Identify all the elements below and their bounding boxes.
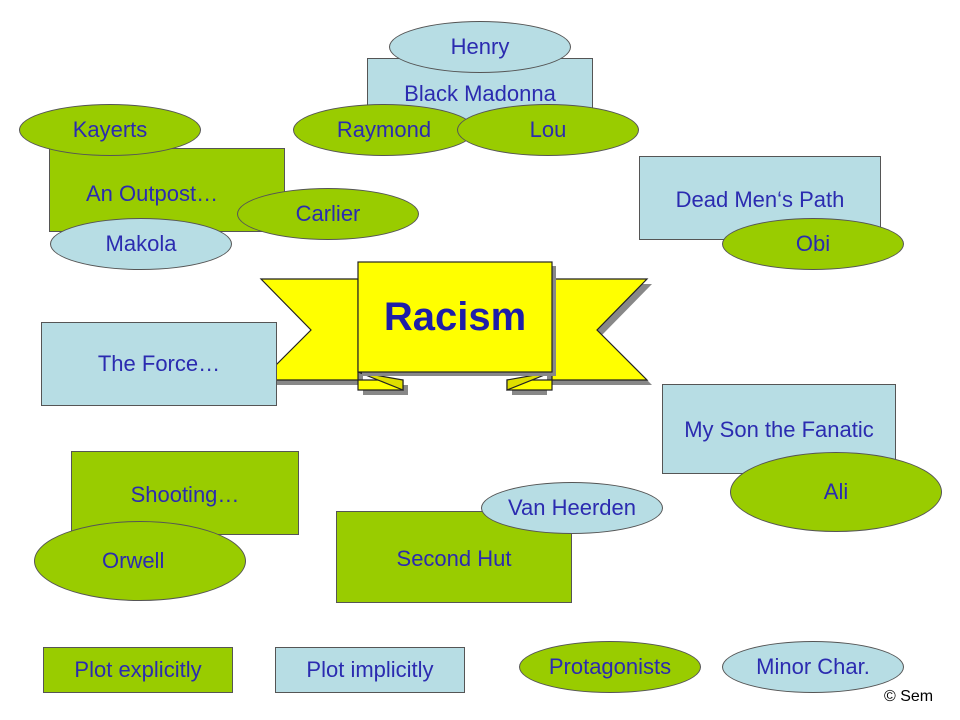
- legend-protagonists: Protagonists: [519, 641, 701, 693]
- character-orwell: Orwell: [34, 521, 246, 601]
- legend-plot-implicitly: Plot implicitly: [275, 647, 465, 693]
- character-van-heerden: Van Heerden: [481, 482, 663, 534]
- character-henry: Henry: [389, 21, 571, 73]
- character-carlier: Carlier: [237, 188, 419, 240]
- character-kayerts: Kayerts: [19, 104, 201, 156]
- diagram-title: Racism: [383, 294, 527, 339]
- copyright-notice: © Sem: [884, 688, 934, 705]
- legend-plot-explicitly: Plot explicitly: [43, 647, 233, 693]
- banner-center: [357, 261, 553, 373]
- character-lou: Lou: [457, 104, 639, 156]
- story-shooting: Shooting…: [71, 451, 299, 535]
- character-obi: Obi: [722, 218, 904, 270]
- character-raymond: Raymond: [293, 104, 475, 156]
- story-the-force: The Force…: [41, 322, 277, 406]
- character-ali: Ali: [730, 452, 942, 532]
- character-makola: Makola: [50, 218, 232, 270]
- legend-minor-char: Minor Char.: [722, 641, 904, 693]
